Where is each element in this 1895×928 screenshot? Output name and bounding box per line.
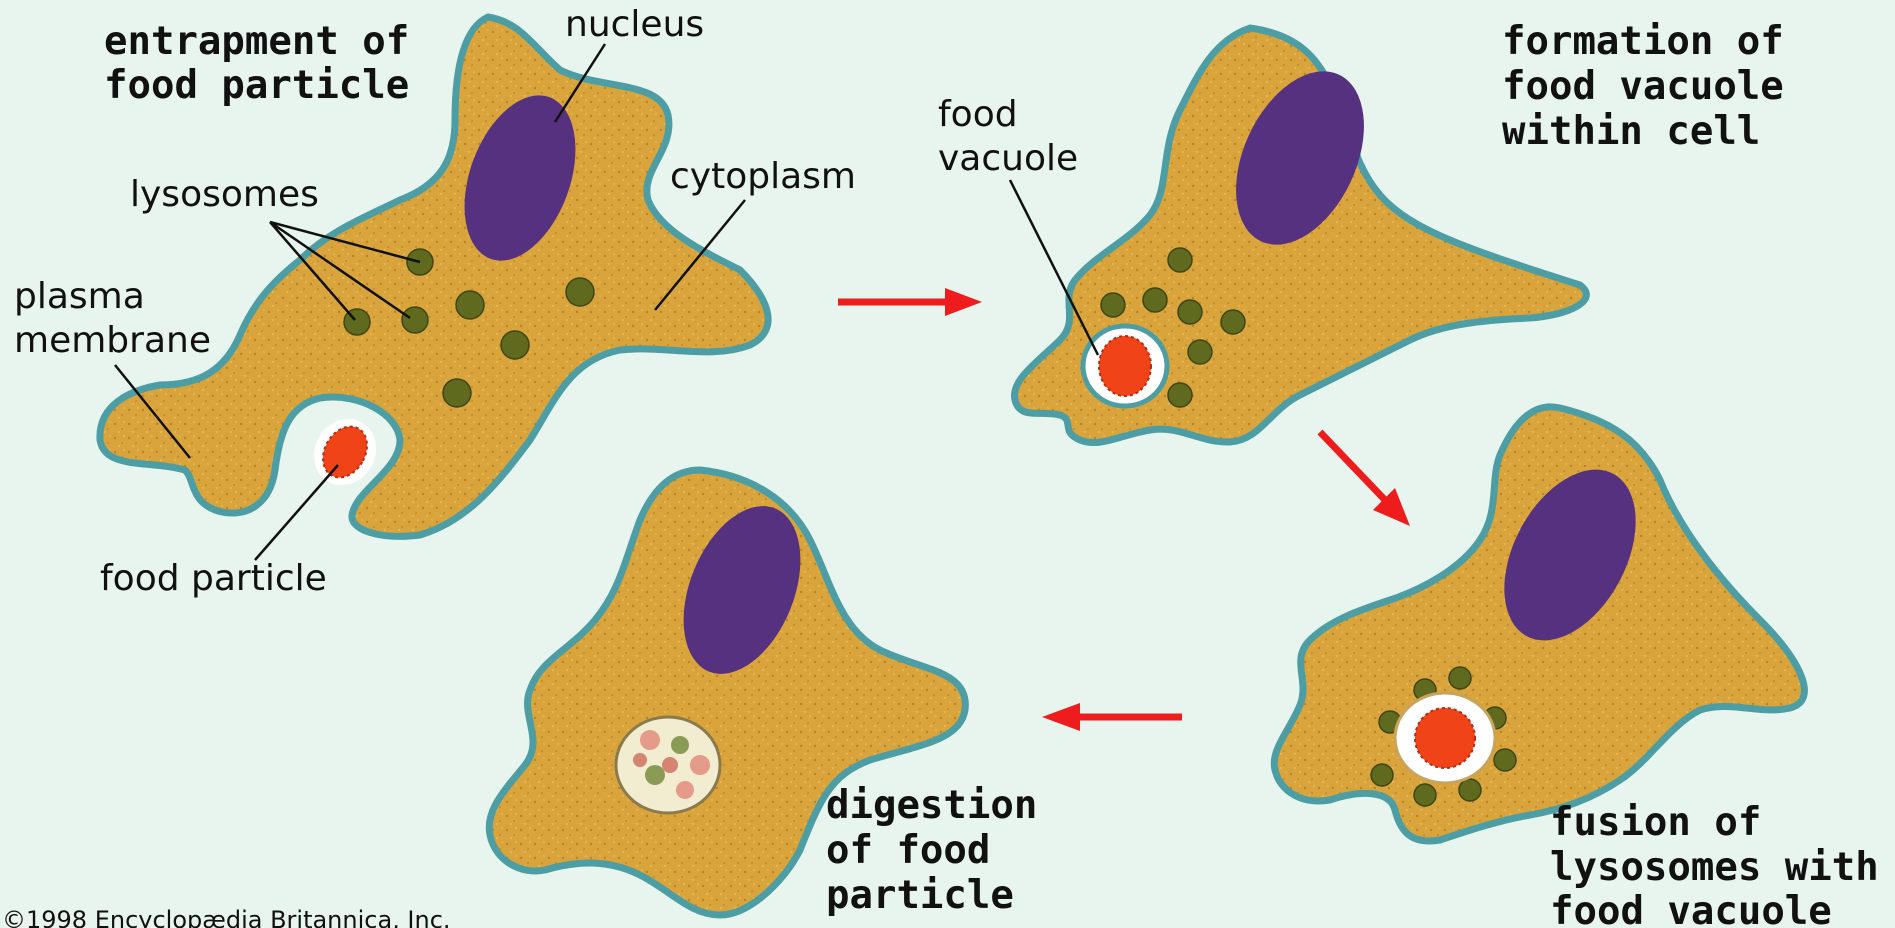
label-plasma-membrane: plasma membrane <box>14 276 211 361</box>
label-food-vacuole: food vacuole <box>938 94 1078 179</box>
arrow-left <box>1042 703 1182 731</box>
stage-entrapment-line-1: entrapment of <box>104 19 409 64</box>
stage-digestion-line-2: of food <box>826 828 990 873</box>
stage-digestion-line-3: particle <box>826 873 1014 918</box>
cell-formation <box>1014 28 1586 443</box>
stage-label-entrapment: entrapment of food particle <box>104 19 433 108</box>
stage-fusion-line-2: lysosomes with <box>1550 845 1879 890</box>
label-lysosomes: lysosomes <box>130 174 319 215</box>
stage-fusion-line-3: food vacuole <box>1550 889 1832 928</box>
stage-fusion-line-1: fusion of <box>1550 800 1761 845</box>
stage-label-digestion: digestion of food particle <box>826 783 1061 918</box>
label-food-vacuole-line-2: vacuole <box>938 138 1078 179</box>
stage-entrapment-line-2: food particle <box>104 63 409 108</box>
arrow-right <box>838 288 982 316</box>
stage-formation-line-2: food vacuole <box>1502 64 1784 109</box>
food-vacuole-2 <box>1083 326 1167 406</box>
label-plasma-membrane-line-2: membrane <box>14 320 211 361</box>
digested-vacuole <box>616 717 720 813</box>
stage-label-fusion: fusion of lysosomes with food vacuole <box>1550 800 1895 928</box>
label-plasma-membrane-line-1: plasma <box>14 276 145 317</box>
copyright: ©1998 Encyclopædia Britannica, Inc. <box>2 906 451 928</box>
label-food-particle: food particle <box>100 558 327 599</box>
label-food-vacuole-line-1: food <box>938 94 1018 135</box>
arrow-down-right <box>1320 432 1410 526</box>
stage-digestion-line-1: digestion <box>826 783 1037 828</box>
stage-formation-line-3: within cell <box>1502 109 1760 154</box>
food-vacuole-3 <box>1395 693 1495 783</box>
label-nucleus: nucleus <box>565 4 704 45</box>
stage-formation-line-1: formation of <box>1502 19 1784 64</box>
label-cytoplasm: cytoplasm <box>670 156 856 197</box>
stage-label-formation: formation of food vacuole within cell <box>1502 19 1807 154</box>
